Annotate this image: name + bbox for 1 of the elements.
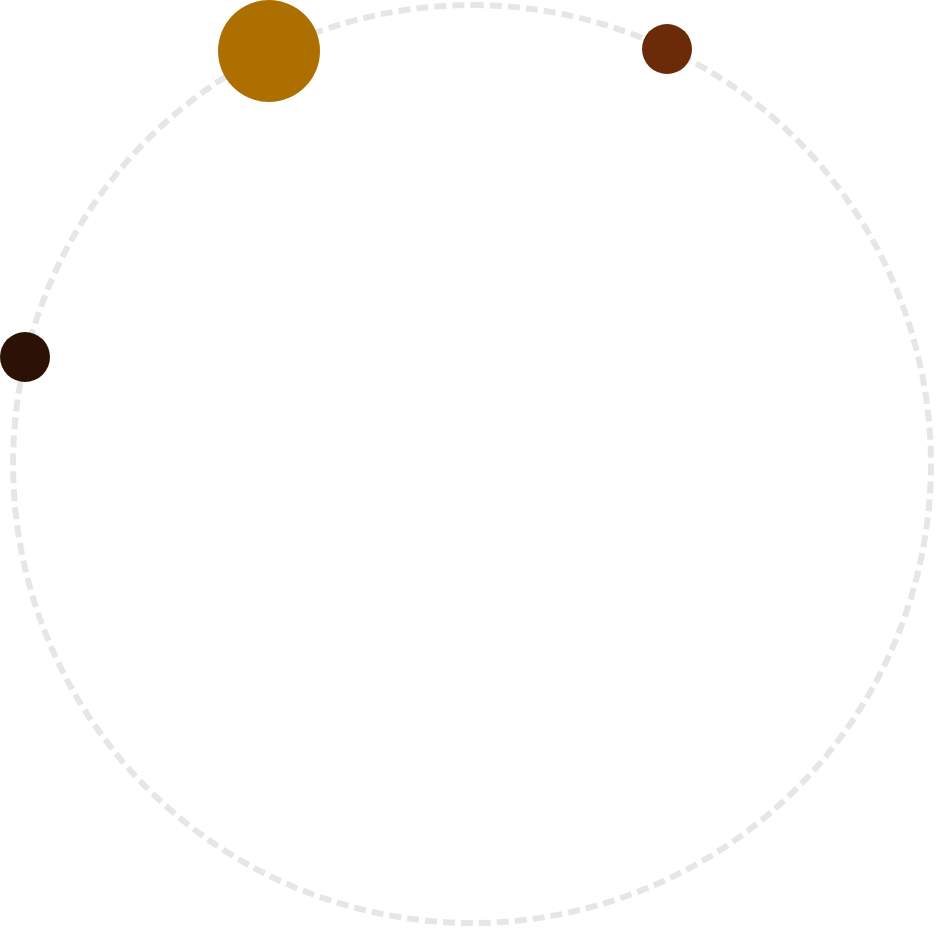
dot	[0, 332, 50, 382]
